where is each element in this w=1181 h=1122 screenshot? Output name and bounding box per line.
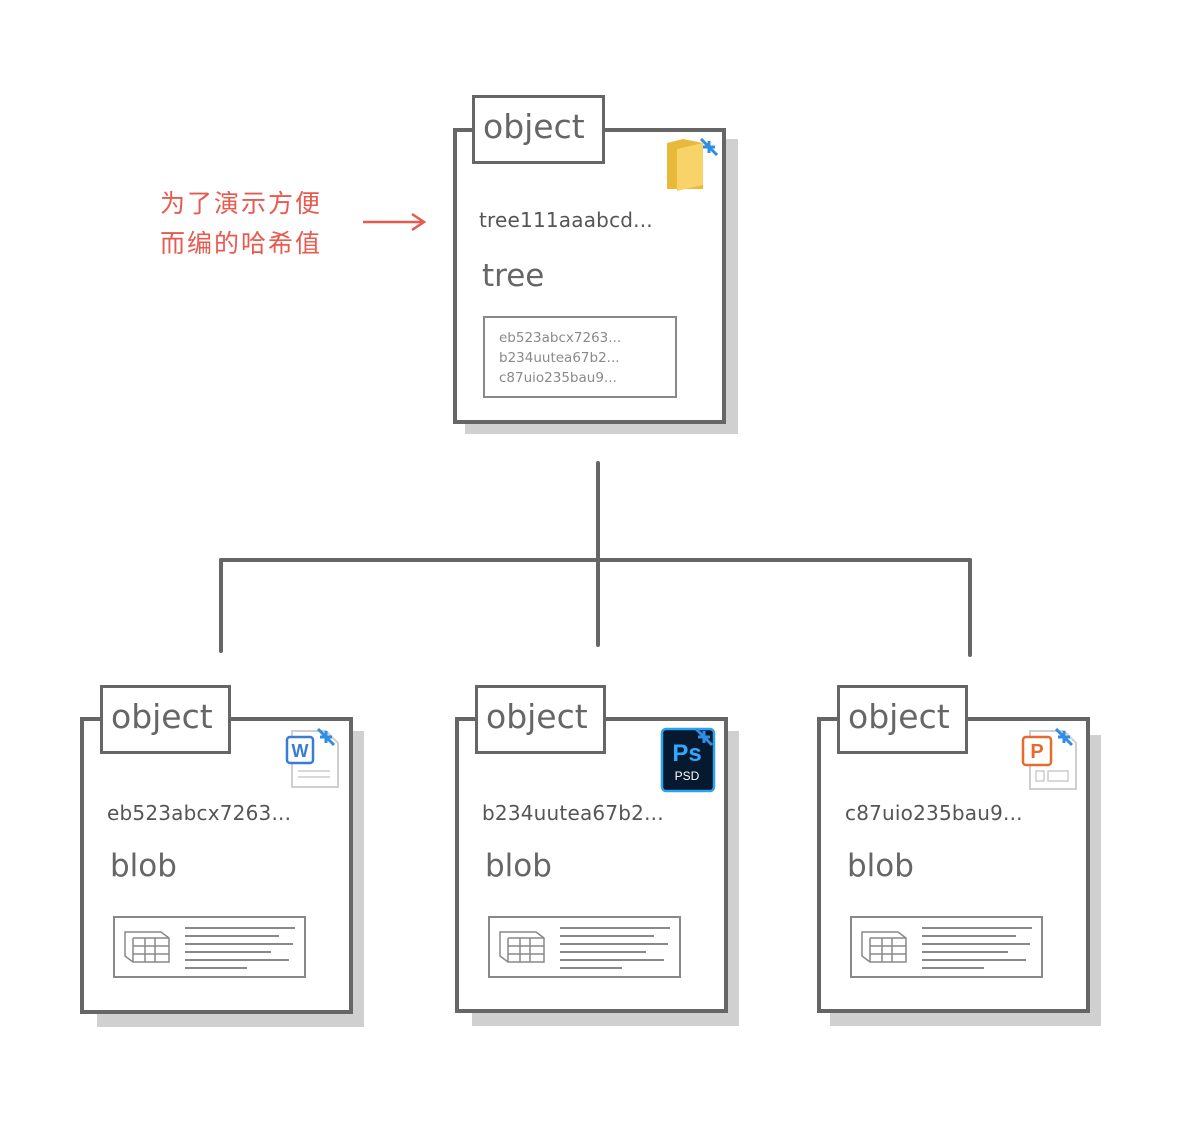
blob-object-card: object W eb523abcx7263... blob bbox=[80, 685, 370, 1030]
tree-entries-box: eb523abcx7263... b234uutea67b2... c87uio… bbox=[483, 316, 677, 398]
object-tag: object bbox=[837, 685, 968, 754]
annotation-line-2: 而编的哈希值 bbox=[160, 229, 323, 258]
archive-icon bbox=[499, 927, 670, 969]
powerpoint-document-icon: P bbox=[1021, 727, 1077, 790]
link-badge-icon bbox=[694, 727, 714, 747]
link-badge-icon bbox=[699, 137, 719, 157]
blob-content-box bbox=[850, 916, 1043, 978]
folder-icon bbox=[667, 137, 719, 191]
tree-entry: c87uio235bau9... bbox=[499, 370, 617, 386]
object-tag: object bbox=[100, 685, 231, 754]
annotation-line-1: 为了演示方便 bbox=[160, 189, 323, 218]
archive-icon bbox=[861, 927, 1032, 969]
tree-entry: eb523abcx7263... bbox=[499, 330, 622, 346]
archive-icon bbox=[124, 927, 295, 969]
object-tag: object bbox=[472, 95, 605, 164]
object-hash: b234uutea67b2... bbox=[482, 801, 664, 825]
object-type: blob bbox=[110, 848, 177, 884]
hash-annotation: 为了演示方便 而编的哈希值 bbox=[160, 184, 322, 264]
link-badge-icon bbox=[1054, 727, 1074, 747]
blob-content-box bbox=[488, 916, 681, 978]
psd-icon-sublabel: PSD bbox=[675, 769, 700, 783]
psd-icon-label: Ps bbox=[672, 740, 701, 767]
word-document-icon: W bbox=[285, 727, 339, 788]
object-hash: c87uio235bau9... bbox=[845, 801, 1023, 825]
link-badge-icon bbox=[316, 727, 336, 747]
blob-object-card: object P c87uio235bau9... blob bbox=[817, 685, 1107, 1030]
object-tag: object bbox=[475, 685, 606, 754]
tree-object-card: object tree111aaabcd... tree eb523abcx72… bbox=[453, 95, 743, 435]
object-type: tree bbox=[482, 258, 545, 294]
blob-content-box bbox=[113, 916, 306, 978]
tree-entry: b234uutea67b2... bbox=[499, 350, 620, 366]
object-hash: eb523abcx7263... bbox=[107, 801, 292, 825]
photoshop-psd-icon: Ps PSD bbox=[660, 727, 716, 793]
object-hash: tree111aaabcd... bbox=[479, 208, 653, 232]
object-type: blob bbox=[847, 848, 914, 884]
ppt-icon-label: P bbox=[1030, 741, 1043, 763]
blob-object-card: object Ps PSD b234uutea67b2... blob bbox=[455, 685, 745, 1030]
object-type: blob bbox=[485, 848, 552, 884]
arrow-right-icon bbox=[363, 212, 427, 232]
word-icon-label: W bbox=[292, 741, 309, 761]
